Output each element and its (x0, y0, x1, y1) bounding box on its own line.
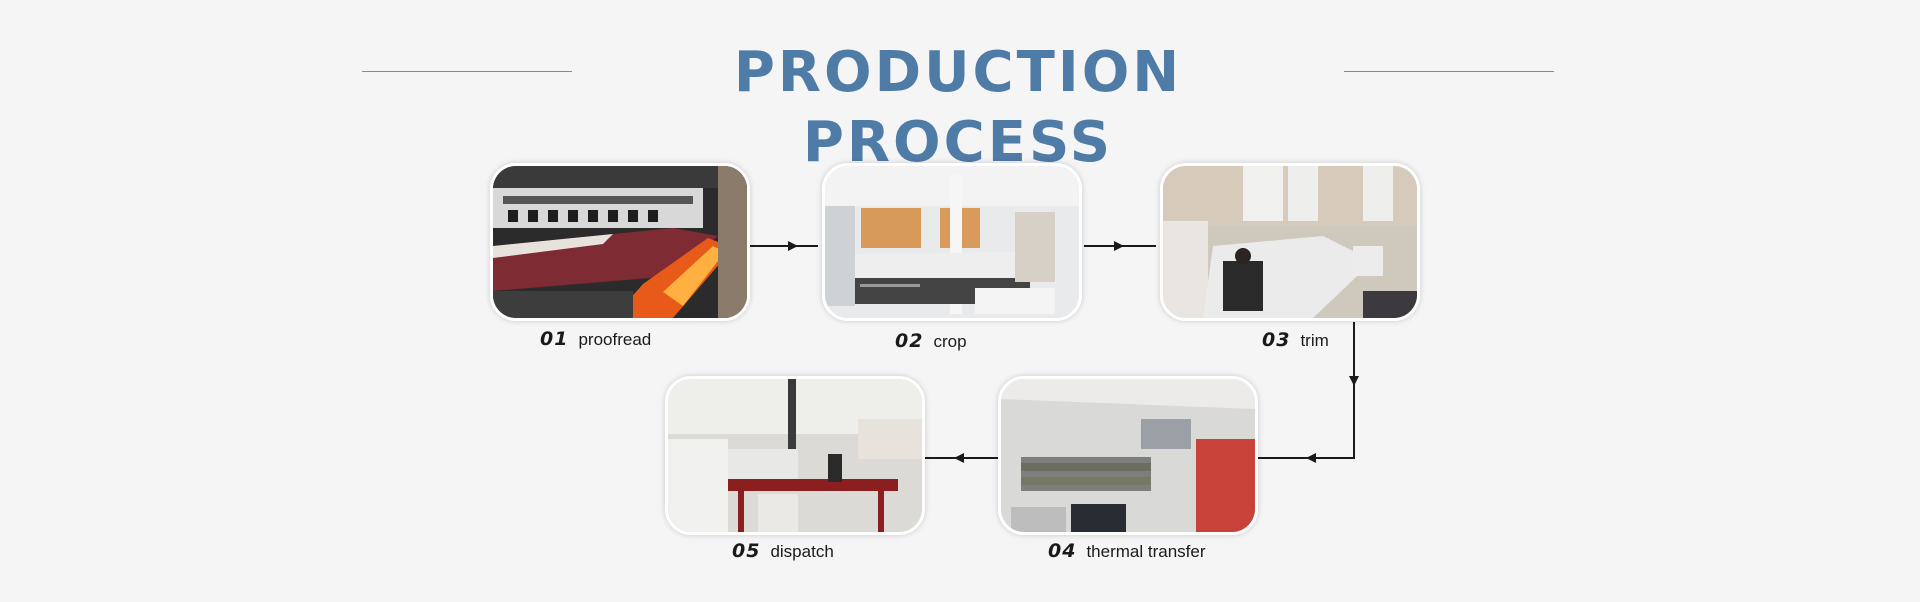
step-caption: 03 trim (1262, 329, 1329, 351)
arrow-down-head (1349, 376, 1359, 386)
step-label: proofread (578, 330, 651, 349)
step-number: 01 (540, 328, 568, 350)
step-caption: 05 dispatch (732, 540, 834, 562)
step-caption: 02 crop (895, 330, 967, 352)
trimming-workshop-photo (1160, 163, 1420, 321)
printer-photo (490, 163, 750, 321)
step-number: 04 (1048, 540, 1076, 562)
cutting-machine-photo (822, 163, 1082, 321)
step-label: thermal transfer (1086, 542, 1205, 561)
step-label: trim (1300, 331, 1328, 350)
step-number: 03 (1262, 329, 1290, 351)
step-number: 05 (732, 540, 760, 562)
arrow-4-to-5 (924, 453, 998, 463)
step-label: crop (933, 332, 966, 351)
arrow-2-to-3 (1084, 241, 1156, 251)
step-caption: 01 proofread (540, 328, 651, 350)
warehouse-photo (998, 376, 1258, 535)
step-label: dispatch (770, 542, 833, 561)
arrow-left-head-1 (1306, 453, 1316, 463)
dispatch-table-photo (665, 376, 925, 535)
step-number: 02 (895, 330, 923, 352)
arrow-1-to-2 (750, 241, 818, 251)
step-caption: 04 thermal transfer (1048, 540, 1206, 562)
